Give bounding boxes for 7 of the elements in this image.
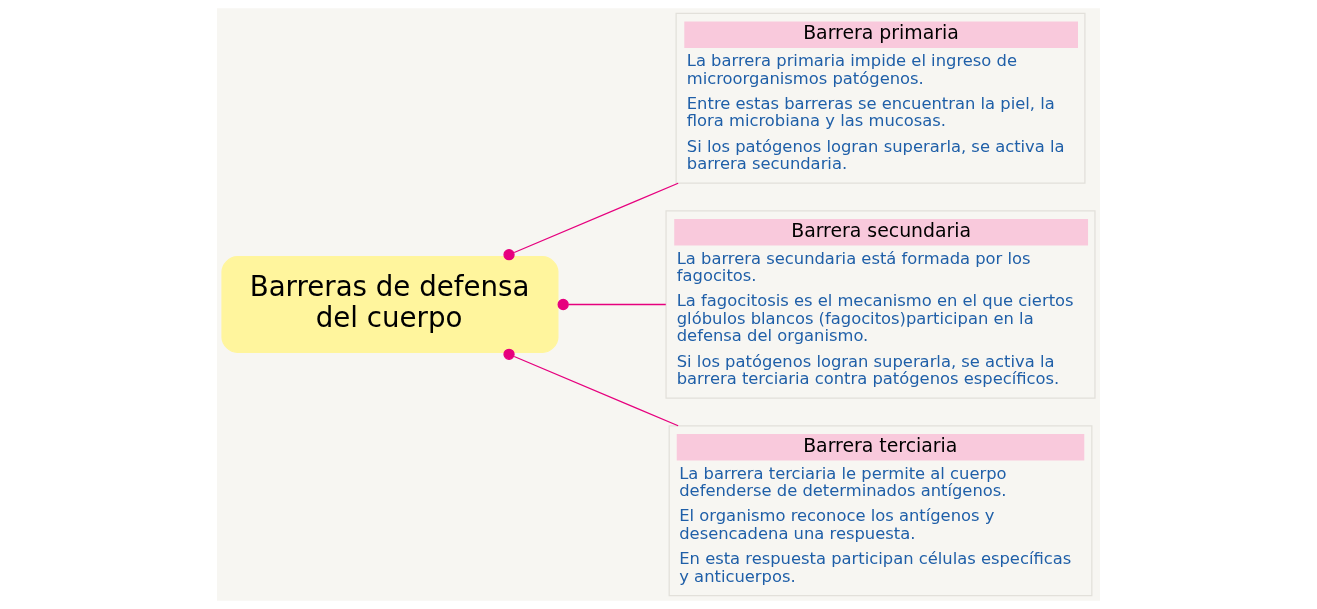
connector — [503, 348, 679, 427]
node-box: Barreras de defensa del cuerpo — [221, 256, 559, 353]
connector — [557, 298, 667, 311]
node-box: Barrera primaria La barrera primaria impide el ingreso de microorganismos patógenos. Entre estas barreras se encuentran la piel, la flora microbiana y las mucosas. Si los patógenos logran superarla, se activa la barrera secundaria. — [675, 12, 1086, 184]
node-box: Barrera terciaria La barrera terciaria le permite al cuerpo defenderse de determinados antígenos. El organismo reconoce los antígenos y desencadena una respuesta. En esta respuesta participan células específicas y anticuerpos. — [668, 425, 1093, 597]
node-box: Barrera secundaria La barrera secundaria está formada por los fagocitos. La fagocitosis es el mecanismo en el que ciertos glóbulos blancos (fagocitos)participan en la defensa del organismo. Si los patógenos logran superarla, se activa la barrera terciaria contra patógenos específicos. — [665, 210, 1096, 399]
connector — [503, 182, 679, 261]
